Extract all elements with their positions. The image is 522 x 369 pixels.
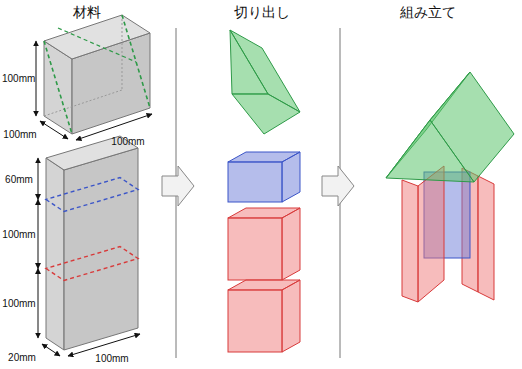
house-assembly <box>386 72 514 302</box>
cut-line <box>58 28 136 62</box>
dimension-label: 100mm <box>2 73 35 84</box>
cut-line <box>46 247 138 281</box>
gable-piece <box>228 152 300 202</box>
board-material <box>46 136 138 350</box>
column-heading: 組み立て <box>400 5 456 20</box>
wall-piece <box>228 280 300 352</box>
dimension-arrow <box>38 158 140 356</box>
dimension-arrow <box>36 41 152 140</box>
column-heading: 材料 <box>73 5 101 20</box>
dimension-label: 20mm <box>8 352 36 363</box>
dimension-label: 100mm <box>2 229 35 240</box>
dimension-label: 100mm <box>2 298 35 309</box>
dimension-label: 100mm <box>3 129 36 140</box>
cut-line <box>44 41 72 134</box>
column-heading: 切り出し <box>234 5 290 20</box>
dimension-label: 100mm <box>95 353 128 364</box>
dimension-label: 100mm <box>111 136 144 147</box>
block-arrow <box>162 166 194 206</box>
block-arrow <box>322 166 354 206</box>
roof-piece <box>230 30 300 134</box>
wall-piece <box>228 208 300 280</box>
dimension-label: 60mm <box>5 174 33 185</box>
cut-line <box>46 178 138 212</box>
cube-material <box>44 15 150 134</box>
